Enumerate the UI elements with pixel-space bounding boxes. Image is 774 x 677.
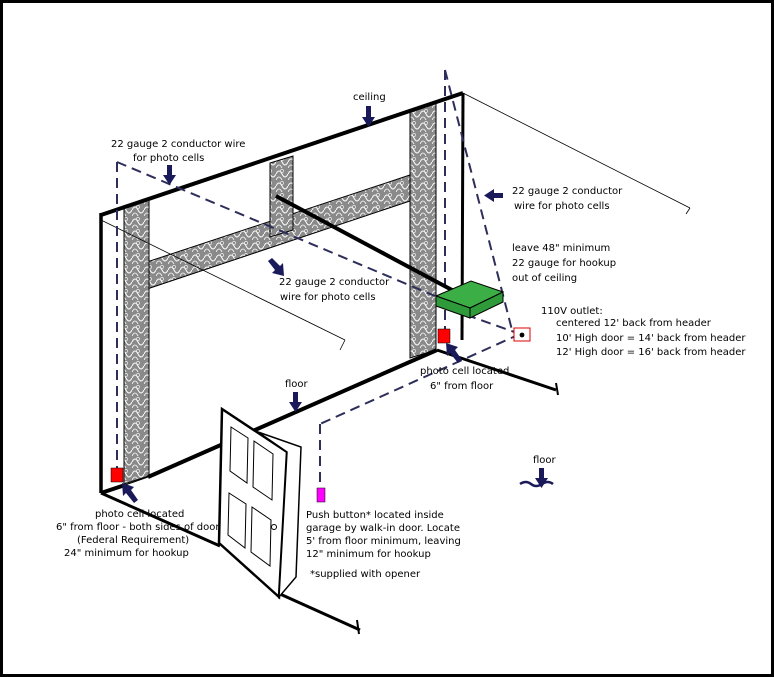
label-wire-center-line-1: 22 gauge 2 conductor — [279, 277, 390, 288]
label-outlet-line-1: 110V outlet: — [541, 306, 603, 317]
outlet-110v — [513, 327, 531, 342]
label-supplied: *supplied with opener — [310, 569, 421, 580]
arrow-wire-center-icon — [268, 258, 284, 276]
walk-in-door — [217, 406, 302, 600]
label-wire-top-line-1: 22 gauge 2 conductor wire — [111, 139, 245, 150]
wood-left-stud — [123, 197, 150, 485]
wood-center-stud — [269, 155, 294, 238]
label-photo-left-line-4: 24" minimum for hookup — [64, 548, 189, 559]
label-wire-top-line-2: for photo cells — [133, 153, 204, 164]
arrow-wire-right-icon — [484, 189, 503, 202]
arrow-floor-icon — [289, 392, 302, 412]
opener-rail — [275, 194, 453, 292]
label-ceiling: ceiling — [353, 92, 386, 103]
floor-squiggle — [519, 480, 554, 488]
push-button — [316, 487, 326, 503]
label-outlet-line-2: centered 12' back from header — [556, 318, 712, 329]
arrow-wire-top-icon — [163, 165, 176, 185]
perspective-lines — [100, 92, 691, 351]
label-floor-right: floor — [533, 455, 557, 466]
label-leave48-line-3: out of ceiling — [512, 273, 577, 284]
label-outlet-line-4: 12' High door = 16' back from header — [556, 347, 746, 358]
label-photo-left-line-1: photo cell located — [95, 509, 184, 520]
label-outlet-line-3: 10' High door = 14' back from header — [556, 333, 746, 344]
label-push-line-2: garage by walk-in door. Locate — [306, 523, 460, 534]
label-leave48-line-2: 22 gauge for hookup — [512, 258, 616, 269]
label-wire-right-line-1: 22 gauge 2 conductor — [512, 186, 623, 197]
arrow-ceiling-icon — [362, 106, 375, 127]
label-photo-left-line-2: 6" from floor - both sides of door — [56, 522, 220, 533]
label-leave48-line-1: leave 48" minimum — [512, 243, 610, 254]
label-wire-right-line-2: wire for photo cells — [514, 201, 610, 212]
arrow-photo-right-icon — [446, 343, 462, 363]
label-wire-center-line-2: wire for photo cells — [280, 292, 376, 303]
labels: ceiling 22 gauge 2 conductor wire for ph… — [56, 92, 746, 580]
wall-outline — [99, 91, 559, 635]
label-push-line-1: Push button* located inside — [306, 510, 444, 521]
label-photo-right-line-1: photo cell located — [420, 366, 509, 377]
garage-door-opener — [434, 280, 505, 319]
arrow-photo-left-icon — [122, 483, 138, 503]
label-push-line-4: 12" minimum for hookup — [306, 549, 431, 560]
photo-cell-left — [110, 467, 124, 483]
label-floor-left: floor — [285, 379, 309, 390]
label-push-line-3: 5' from floor minimum, leaving — [306, 536, 461, 547]
wood-right-stud — [409, 101, 437, 359]
label-photo-right-line-2: 6" from floor — [430, 381, 494, 392]
label-photo-left-line-3: (Federal Requirement) — [77, 535, 189, 546]
photo-cell-right — [437, 328, 451, 344]
